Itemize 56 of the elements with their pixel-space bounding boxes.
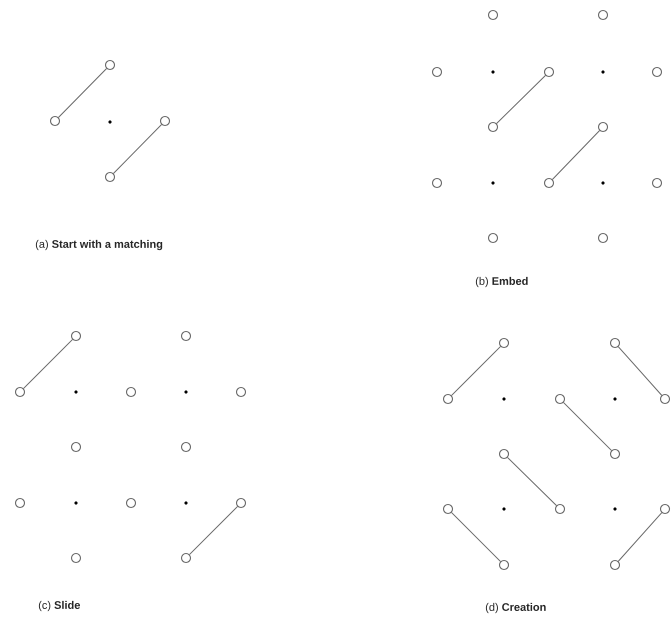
vertex-circle — [554, 504, 566, 514]
vertex-circle — [498, 560, 510, 570]
vertex-circle — [180, 442, 192, 452]
panel-caption: (b) Embed — [476, 276, 528, 288]
vertex-circle — [598, 122, 608, 132]
vertex-circle — [652, 66, 662, 78]
vertex-circle — [160, 116, 170, 126]
vertex-circle — [14, 386, 26, 398]
vertex-circle — [660, 394, 670, 404]
vertex-circle — [610, 448, 620, 460]
vertex-circle — [598, 10, 608, 20]
vertex-circle — [104, 60, 116, 70]
vertex-circle — [236, 386, 246, 398]
vertex-circle — [14, 498, 26, 508]
vertex-circle — [498, 338, 510, 348]
vertex-circle — [488, 10, 498, 20]
matching-edge — [451, 512, 501, 562]
matching-edge — [552, 130, 600, 180]
vertex-circle — [104, 172, 116, 182]
matching-edge — [563, 402, 612, 451]
vertex-circle — [126, 386, 136, 398]
vertex-circle — [488, 232, 498, 244]
vertex-circle — [70, 552, 82, 564]
vertex-circle — [660, 504, 670, 514]
vertex-circle — [554, 394, 566, 404]
vertex-circle — [180, 330, 192, 342]
panel-caption: (d) Creation — [486, 602, 546, 614]
vertex-circle — [498, 448, 510, 460]
vertex-circle — [544, 66, 554, 78]
vertex-circle — [652, 178, 662, 188]
vertex-circle — [610, 338, 620, 348]
vertex-circle — [432, 66, 442, 78]
vertex-circle — [70, 330, 82, 342]
vertex-circle — [236, 498, 246, 508]
vertex-circle — [442, 504, 454, 514]
matching-edge — [23, 339, 73, 389]
panel-caption: (a) Start with a matching — [36, 240, 162, 250]
matching-edge — [618, 512, 662, 562]
matching-edge — [58, 68, 107, 118]
vertex-circle — [180, 552, 192, 564]
panel-caption: (c) Slide — [38, 600, 80, 612]
vertex-circle — [432, 178, 442, 188]
matching-edge — [113, 124, 162, 174]
matching-edge — [507, 457, 557, 506]
vertex-circle — [610, 560, 620, 570]
vertex-circle — [70, 442, 82, 452]
vertex-circle — [488, 122, 498, 132]
matching-edge — [451, 346, 501, 396]
matching-edge — [618, 346, 662, 396]
matching-edge — [496, 75, 546, 124]
vertex-circle — [442, 394, 454, 404]
vertex-circle — [598, 232, 608, 244]
matching-edge — [189, 506, 238, 555]
vertex-circle — [50, 116, 60, 126]
vertex-circle — [126, 498, 136, 508]
vertex-circle — [544, 178, 554, 188]
